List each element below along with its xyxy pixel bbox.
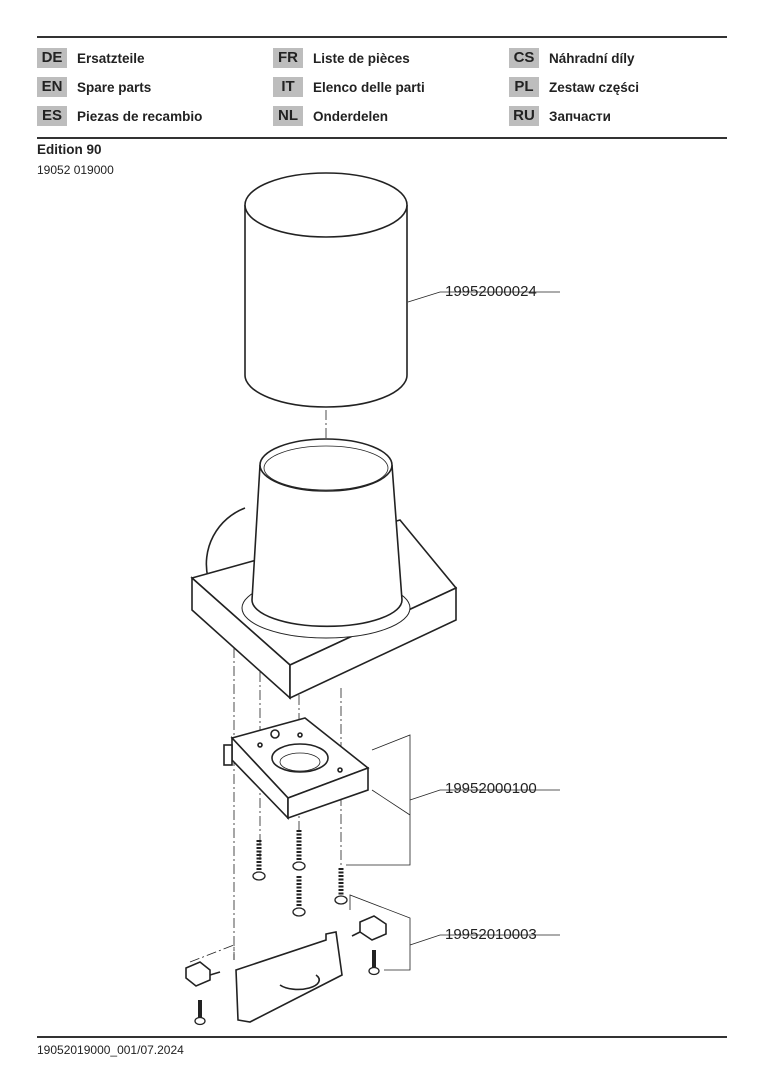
lang-label: Onderdelen bbox=[313, 108, 389, 124]
part-number-bracket: 19952010003 bbox=[445, 926, 537, 943]
lang-label: Elenco delle parti bbox=[313, 79, 425, 95]
lang-code: NL bbox=[273, 106, 303, 126]
header-rule bbox=[37, 137, 727, 139]
lang-it: IT Elenco delle parti bbox=[273, 77, 425, 97]
lang-label: Zestaw części bbox=[549, 79, 640, 95]
lang-label: Náhradní díly bbox=[549, 50, 635, 66]
leader-line bbox=[407, 291, 560, 303]
leader-line bbox=[409, 934, 560, 946]
top-rule bbox=[37, 36, 727, 38]
lang-ru: RU Запчасти bbox=[509, 106, 611, 126]
lang-en: EN Spare parts bbox=[37, 77, 151, 97]
lang-code: DE bbox=[37, 48, 67, 68]
mounting-plate-part bbox=[223, 717, 370, 820]
lang-code: ES bbox=[37, 106, 67, 126]
lang-label: Liste de pièces bbox=[313, 50, 410, 66]
glass-part bbox=[244, 172, 408, 408]
lang-label: Ersatzteile bbox=[77, 50, 145, 66]
bracket-line bbox=[371, 789, 411, 816]
lang-code: PL bbox=[509, 77, 539, 97]
holder-part bbox=[190, 438, 458, 700]
bracket-line bbox=[349, 894, 411, 971]
lang-code: RU bbox=[509, 106, 539, 126]
bracket-line bbox=[346, 734, 411, 866]
lang-label: Spare parts bbox=[77, 79, 152, 95]
lang-fr: FR Liste de pièces bbox=[273, 48, 410, 68]
screws bbox=[194, 830, 380, 1026]
lang-code: FR bbox=[273, 48, 303, 68]
lang-pl: PL Zestaw części bbox=[509, 77, 639, 97]
lang-label: Запчасти bbox=[549, 108, 611, 124]
lang-code: CS bbox=[509, 48, 539, 68]
lang-cs: CS Náhradní díly bbox=[509, 48, 635, 68]
article-number: 19052 019000 bbox=[37, 163, 114, 177]
lang-nl: NL Onderdelen bbox=[273, 106, 388, 126]
part-number-glass: 19952000024 bbox=[445, 283, 537, 300]
product-name: Edition 90 bbox=[37, 142, 102, 157]
lang-de: DE Ersatzteile bbox=[37, 48, 145, 68]
document-id: 19052019000_001/07.2024 bbox=[37, 1043, 184, 1057]
leader-line bbox=[409, 789, 560, 801]
centerline bbox=[189, 944, 235, 963]
lang-code: EN bbox=[37, 77, 67, 97]
lang-label: Piezas de recambio bbox=[77, 108, 203, 124]
lang-es: ES Piezas de recambio bbox=[37, 106, 202, 126]
part-number-plate: 19952000100 bbox=[445, 780, 537, 797]
lang-code: IT bbox=[273, 77, 303, 97]
footer-rule bbox=[37, 1036, 727, 1038]
bracket-set-part bbox=[185, 915, 387, 1023]
